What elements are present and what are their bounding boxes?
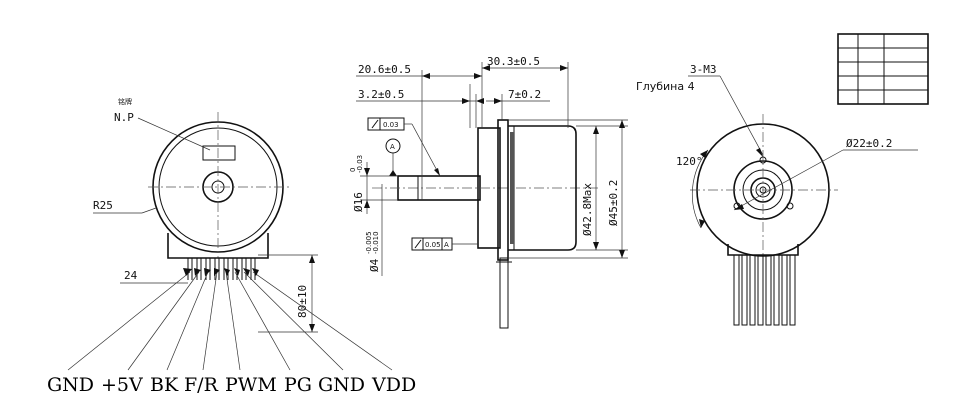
radius-label: R25 <box>93 199 113 212</box>
pin-label-gnd-2: GND <box>318 374 365 396</box>
shaft-dia-label: Ø16 <box>352 192 365 212</box>
pcd-label: Ø22±0.2 <box>846 137 892 150</box>
bore-tol-bot: -0.010 <box>372 231 380 254</box>
side-view: 20.6±0.5 30.3±0.5 3.2±0.5 7±0.2 0.03 A 0… <box>349 55 628 329</box>
perpendicularity-datum: A <box>444 241 449 249</box>
bore-dia-label: Ø4 <box>368 258 381 272</box>
depth-note: Глубина 4 <box>636 80 695 93</box>
pcb-tab <box>167 233 269 259</box>
pin-label-bk: BK <box>150 374 179 396</box>
shaft-dia-tol-bot: -0.03 <box>356 155 364 173</box>
runout-tolerance-value: 0.03 <box>383 121 399 129</box>
nameplate-cn-label: 铭牌 <box>118 97 132 106</box>
dim-body-label: 30.3±0.5 <box>487 55 540 68</box>
pin-label-pg: PG <box>284 374 312 396</box>
dim-boss-label: 7±0.2 <box>508 88 541 101</box>
angle-arc <box>691 149 709 229</box>
pin-label-pwm: PWM <box>225 374 277 396</box>
flange-dia-label: Ø45±0.2 <box>607 180 620 226</box>
lead-length-label: 80±10 <box>296 285 309 318</box>
dim-flange-label: 3.2±0.5 <box>358 88 404 101</box>
pin-label-vdd: VDD <box>371 374 416 396</box>
bore-tol-top: -0.005 <box>365 231 373 254</box>
nameplate-box <box>202 145 236 161</box>
nameplate-label: N.P <box>114 111 134 124</box>
hub <box>477 127 501 249</box>
flange-plate <box>497 119 509 261</box>
pin-label-5v: +5V <box>101 374 143 396</box>
angle-label: 120° <box>676 155 703 168</box>
rear-view: 120° 3-M3 Глубина 4 Ø22±0.2 <box>636 63 918 326</box>
screw-hole-right <box>786 202 794 210</box>
pitch-label: 24 <box>124 269 138 282</box>
pin-leaders <box>67 268 393 371</box>
screws-label: 3-M3 <box>690 63 717 76</box>
dim-overall-label: 20.6±0.5 <box>358 63 411 76</box>
pin-label-gnd-1: GND <box>47 374 94 396</box>
pin-label-fr: F/R <box>184 374 219 396</box>
side-lead <box>499 257 509 329</box>
datum-a-label: A <box>390 143 395 151</box>
body-dia-label: Ø42.8Max <box>581 183 594 236</box>
front-view: 铭牌 N.P R25 24 80±10 <box>67 97 393 371</box>
rotor-magnets <box>510 132 514 244</box>
rear-pins <box>733 254 796 326</box>
pin-table-grid <box>837 33 929 105</box>
shaft-dia-tol-top: 0 <box>349 168 357 172</box>
rotor-body <box>508 125 577 251</box>
perpendicularity-value: 0.05 <box>425 241 441 249</box>
pin-label-row: GND +5V BK F/R PWM PG GND VDD <box>47 374 416 396</box>
